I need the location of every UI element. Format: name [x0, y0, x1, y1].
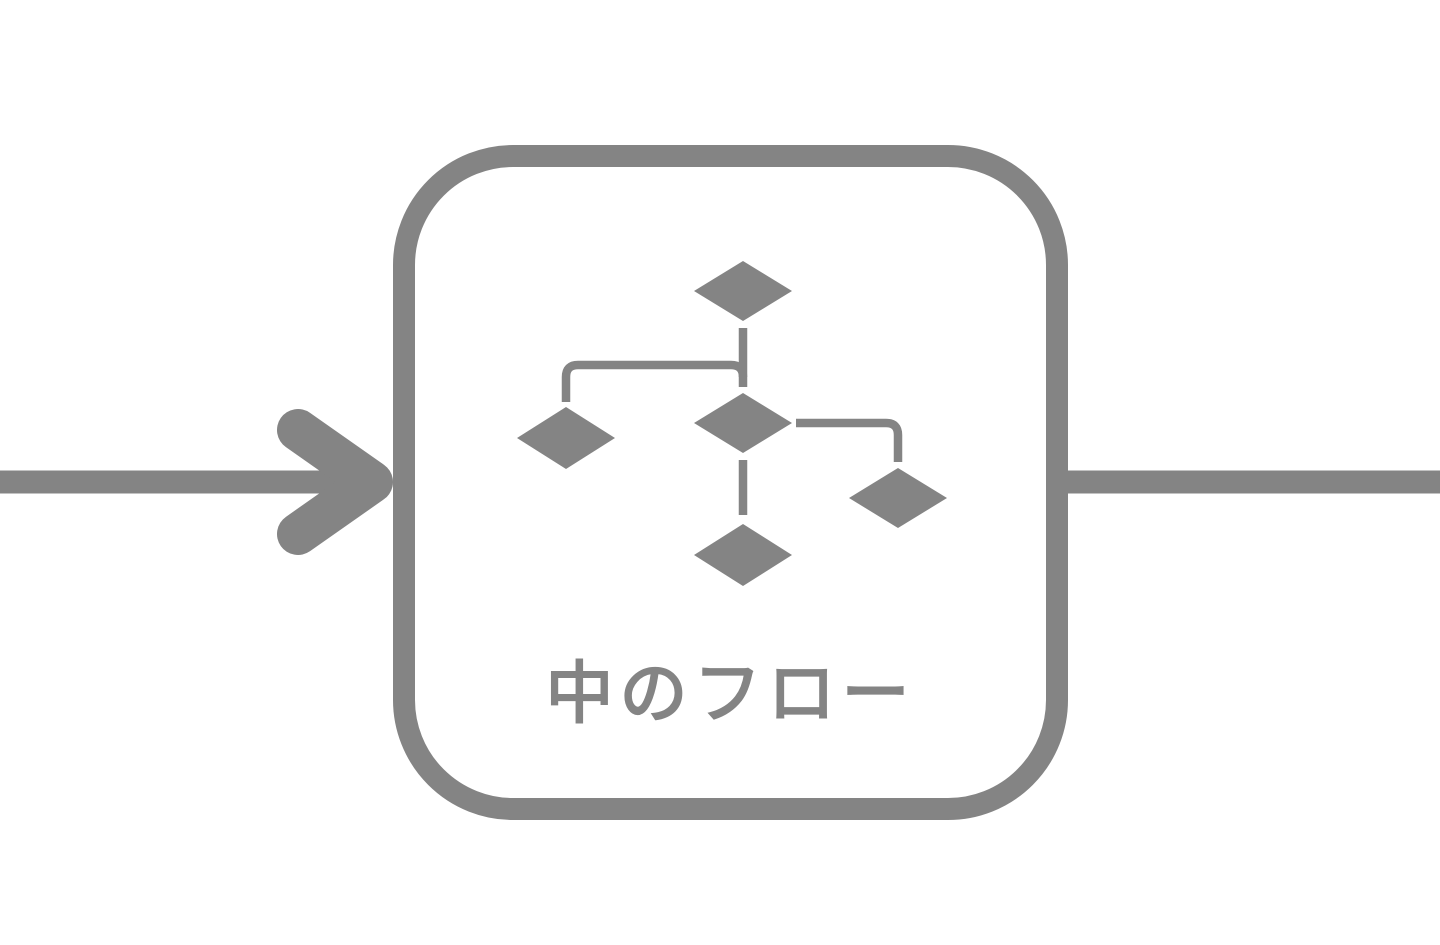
- node-label: 中のフロー: [545, 655, 916, 734]
- flowchart-icon: [517, 261, 947, 586]
- incoming-arrowhead-icon[interactable]: [277, 409, 393, 555]
- flowchart-icon-connector-right: [796, 418, 903, 462]
- flowchart-icon-diamond-left: [517, 407, 615, 469]
- flowchart-icon-diamond-right: [849, 468, 947, 528]
- flowchart-icon-diamond-center: [694, 393, 792, 453]
- incoming-arrow[interactable]: [0, 409, 393, 555]
- subprocess-node[interactable]: [393, 145, 1068, 820]
- flowchart-icon-diamond-bottom: [694, 524, 792, 586]
- flowchart-icon-connector-left: [561, 360, 748, 402]
- flowchart-icon-diamond-top: [694, 261, 792, 321]
